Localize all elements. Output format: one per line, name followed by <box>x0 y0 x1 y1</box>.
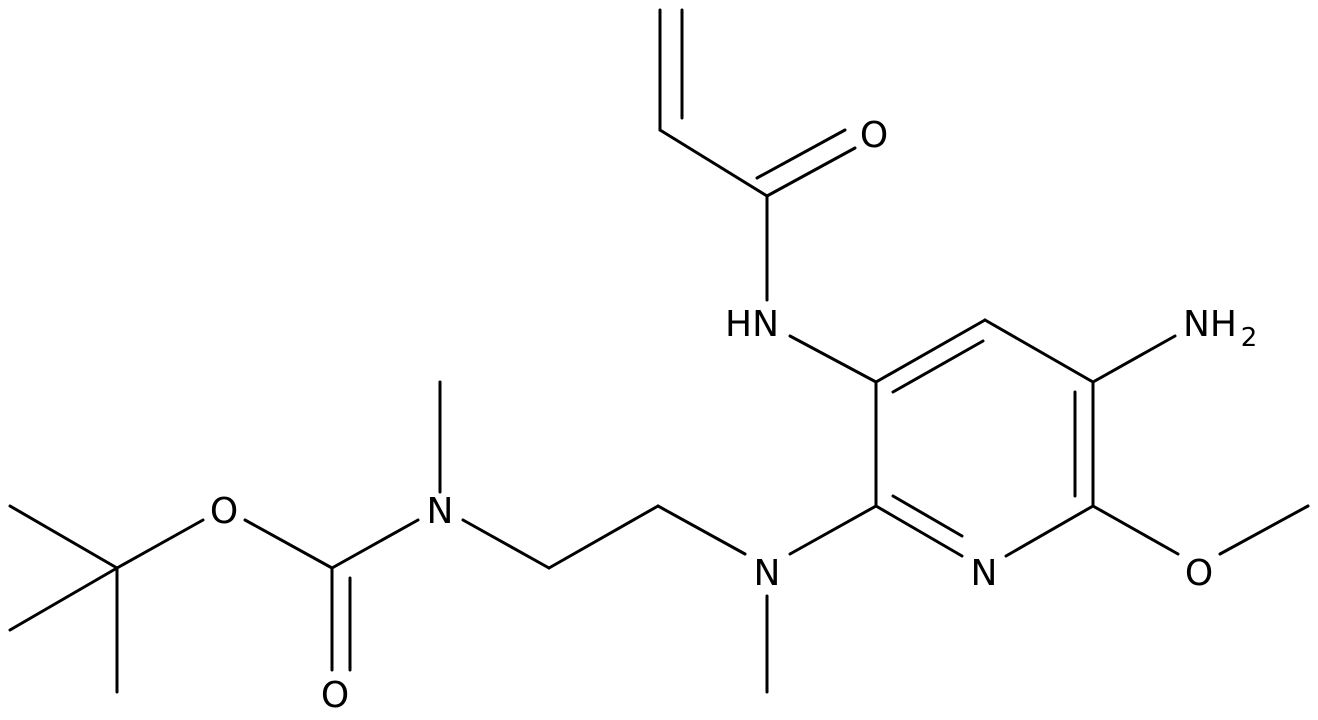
atom-n-pyridine: N <box>971 553 998 594</box>
tert-butyl-group <box>8 504 119 694</box>
bond-omethoxy-ch3 <box>1218 504 1310 556</box>
bond-carbonyl-o-a <box>765 146 857 198</box>
atom-o-methoxy: O <box>1185 553 1213 594</box>
bond-ring-n-c2 <box>874 504 964 558</box>
atom-o-ester: O <box>210 491 238 532</box>
pyridine-ring <box>874 318 1095 558</box>
atom-n-tertiary-amine: N <box>754 553 781 594</box>
bond-ring-n-c2-inner <box>891 494 964 538</box>
atom-o-acryl-carbonyl: O <box>860 115 888 156</box>
bond-tbu-methyl-1 <box>8 504 119 570</box>
bond-tbu-methyl-2 <box>8 566 119 632</box>
atom-nh2: NH <box>1183 304 1237 345</box>
bond-ncarbamate-carbonyl <box>330 518 420 570</box>
bond-namine-ch2 <box>656 504 747 556</box>
atom-o-boc-carbonyl: O <box>321 675 349 716</box>
bond-nh-ring <box>788 334 878 384</box>
bond-ring-nh2 <box>1091 334 1177 384</box>
acryloyl-group <box>658 8 857 302</box>
bond-ring-c3-c4 <box>874 318 987 384</box>
bond-ring-c3-c4-inner <box>891 339 985 394</box>
bond-carbonyl-o-b <box>755 128 847 180</box>
bond-ring-c4-c5 <box>983 318 1095 384</box>
bond-ring-namine <box>788 504 878 556</box>
bond-ch2-ncarbamate <box>461 518 551 570</box>
atom-n-carbamate: N <box>427 491 454 532</box>
bond-ethylene <box>547 504 660 570</box>
bond-ring-omethoxy <box>1091 504 1180 556</box>
bond-vinyl-carbonyl <box>658 128 769 198</box>
bond-oester-tbu <box>115 518 205 570</box>
atom-nh2-subscript: 2 <box>1241 323 1258 353</box>
bond-ring-c6-n <box>1004 504 1095 558</box>
bond-boc-carbonyl-oester <box>243 518 334 570</box>
atom-nh-amide: HN <box>725 304 779 345</box>
